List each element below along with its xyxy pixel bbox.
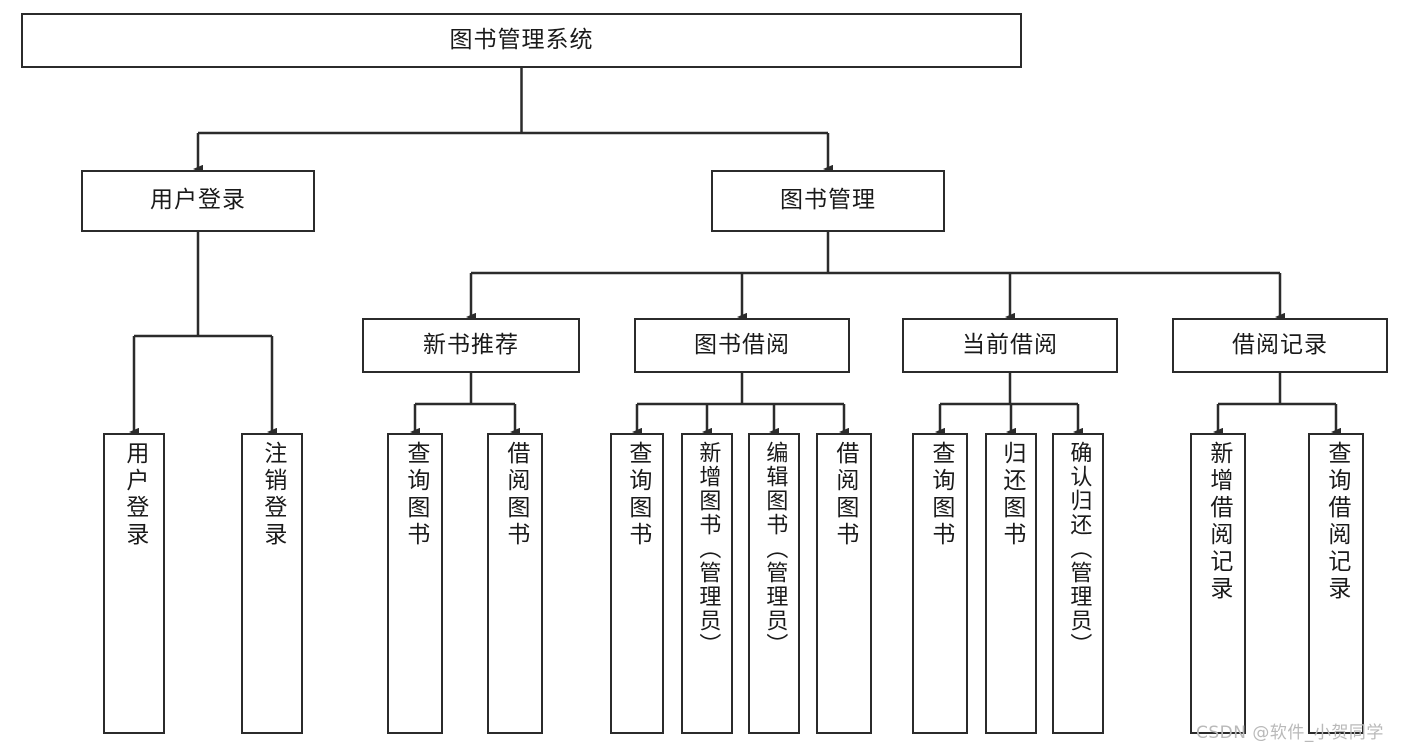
leaf-leaf-add-book[interactable]: 新增图书（管理员） xyxy=(681,433,733,734)
node-new-book-rec[interactable]: 新书推荐 xyxy=(362,318,580,373)
node-label: 注销登录 xyxy=(259,441,286,549)
node-user-login[interactable]: 用户登录 xyxy=(81,170,315,232)
node-label: 查询图书 xyxy=(927,441,954,549)
node-label: 当前借阅 xyxy=(962,331,1058,358)
node-label: 图书管理系统 xyxy=(449,26,594,53)
node-label: 查询图书 xyxy=(624,441,651,549)
node-label: 用户登录 xyxy=(121,441,148,549)
leaf-leaf-borrow-book-rec[interactable]: 借阅图书 xyxy=(487,433,543,734)
node-label: 编辑图书（管理员） xyxy=(762,441,788,657)
node-label: 用户登录 xyxy=(150,187,246,214)
leaf-leaf-add-record[interactable]: 新增借阅记录 xyxy=(1190,433,1246,734)
node-label: 归还图书 xyxy=(998,441,1025,549)
leaf-leaf-user-login[interactable]: 用户登录 xyxy=(103,433,165,734)
node-label: 新增借阅记录 xyxy=(1205,441,1232,603)
node-label: 借阅图书 xyxy=(831,441,858,549)
leaf-leaf-return-book[interactable]: 归还图书 xyxy=(985,433,1037,734)
leaf-leaf-confirm-return[interactable]: 确认归还（管理员） xyxy=(1052,433,1104,734)
watermark-label: CSDN @软件_小贺同学 xyxy=(1196,723,1384,743)
node-label: 借阅图书 xyxy=(502,441,529,549)
leaf-leaf-borrow-book[interactable]: 借阅图书 xyxy=(816,433,872,734)
node-label: 借阅记录 xyxy=(1232,331,1328,358)
node-label: 确认归还（管理员） xyxy=(1066,441,1092,657)
leaf-leaf-query-book-borrow[interactable]: 查询图书 xyxy=(610,433,664,734)
leaf-leaf-edit-book[interactable]: 编辑图书（管理员） xyxy=(748,433,800,734)
node-label: 新书推荐 xyxy=(423,331,519,358)
leaf-leaf-query-book-cur[interactable]: 查询图书 xyxy=(912,433,968,734)
node-current-borrow[interactable]: 当前借阅 xyxy=(902,318,1118,373)
leaf-leaf-query-record[interactable]: 查询借阅记录 xyxy=(1308,433,1364,734)
node-label: 查询借阅记录 xyxy=(1323,441,1350,603)
node-label: 图书管理 xyxy=(780,187,876,214)
node-label: 新增图书（管理员） xyxy=(695,441,721,657)
node-borrow-record[interactable]: 借阅记录 xyxy=(1172,318,1388,373)
node-book-borrow[interactable]: 图书借阅 xyxy=(634,318,850,373)
node-label: 图书借阅 xyxy=(694,331,790,358)
node-label: 查询图书 xyxy=(402,441,429,549)
leaf-leaf-query-book-rec[interactable]: 查询图书 xyxy=(387,433,443,734)
node-root[interactable]: 图书管理系统 xyxy=(21,13,1022,68)
node-book-manage[interactable]: 图书管理 xyxy=(711,170,945,232)
leaf-leaf-logout[interactable]: 注销登录 xyxy=(241,433,303,734)
